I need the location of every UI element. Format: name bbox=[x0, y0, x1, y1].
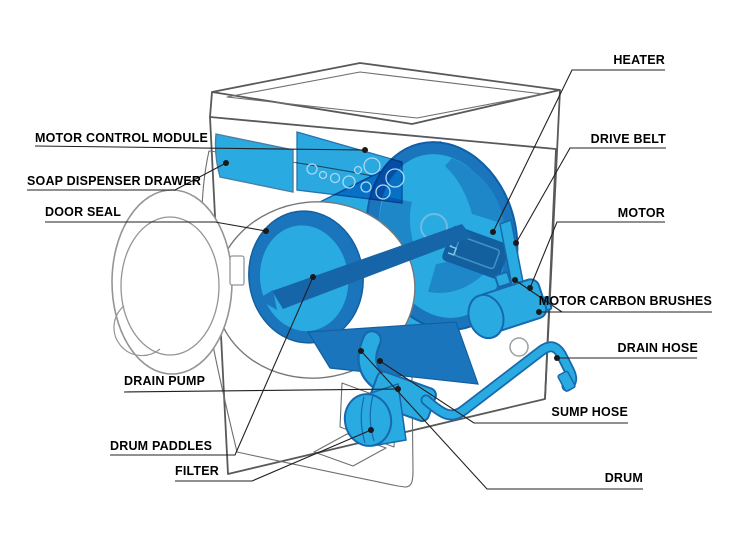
leader-drive-belt bbox=[515, 147, 666, 244]
label-drain-pump: DRAIN PUMP bbox=[124, 374, 206, 388]
door-latch bbox=[229, 255, 245, 286]
drain-hose-part bbox=[420, 341, 578, 421]
label-drum: DRUM bbox=[604, 471, 643, 485]
label-motor-carbon-brushes: MOTOR CARBON BRUSHES bbox=[538, 294, 712, 308]
leader-lines bbox=[27, 69, 712, 490]
leader-motor-carbon-brushes bbox=[514, 279, 712, 313]
leader-soap-dispenser-drawer bbox=[27, 162, 227, 191]
base-plinth bbox=[313, 433, 387, 467]
module-bubbles bbox=[306, 157, 405, 200]
label-heater: HEATER bbox=[613, 53, 665, 67]
leader-drum-paddles bbox=[110, 276, 314, 456]
leader-drum bbox=[360, 350, 643, 490]
label-drive-belt: DRIVE BELT bbox=[590, 132, 666, 146]
label-door-seal: DOOR SEAL bbox=[45, 205, 122, 219]
leader-heater bbox=[492, 69, 665, 233]
leader-motor-control-module bbox=[34, 145, 366, 151]
leader-dots bbox=[223, 147, 560, 433]
tub-bottom bbox=[306, 321, 479, 385]
label-motor-control-module: MOTOR CONTROL MODULE bbox=[35, 131, 208, 145]
label-sump-hose: SUMP HOSE bbox=[551, 405, 628, 419]
label-drain-hose: DRAIN HOSE bbox=[617, 341, 698, 355]
motor-part bbox=[467, 271, 553, 340]
label-soap-dispenser-drawer: SOAP DISPENSER DRAWER bbox=[27, 174, 202, 188]
porthole-door bbox=[111, 189, 245, 375]
label-drum-paddles: DRUM PADDLES bbox=[110, 439, 213, 453]
leader-filter bbox=[175, 429, 372, 482]
label-filter: FILTER bbox=[175, 464, 220, 478]
leader-motor bbox=[529, 221, 665, 289]
label-motor: MOTOR bbox=[617, 206, 665, 220]
leader-drain-pump bbox=[123, 388, 399, 393]
top-lid-inset bbox=[226, 71, 544, 119]
leader-sump-hose bbox=[379, 360, 628, 424]
drum-paddle-part bbox=[258, 224, 472, 310]
leader-door-seal bbox=[45, 221, 267, 232]
hose-loop bbox=[509, 337, 529, 357]
hose-cuff bbox=[557, 370, 576, 392]
